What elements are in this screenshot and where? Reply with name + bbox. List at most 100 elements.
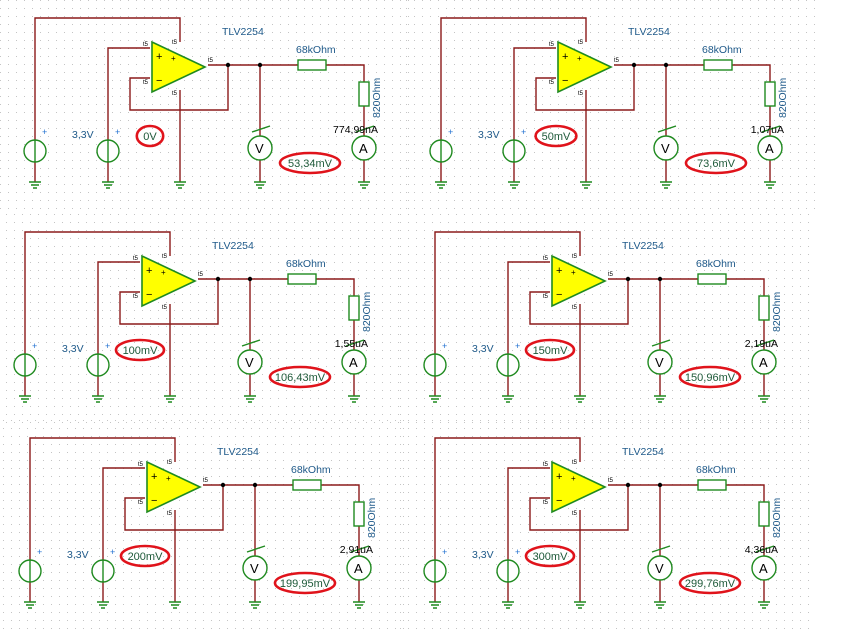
load-wire-top <box>321 484 360 502</box>
ground-symbol <box>102 181 114 189</box>
svg-text:+: + <box>442 341 447 351</box>
grid-background <box>0 214 400 424</box>
ammeter: A <box>751 339 777 375</box>
voltage-highlight-ring <box>273 571 337 595</box>
ammeter: A <box>351 125 377 161</box>
series-resistor-label: 68kOhm <box>702 44 742 56</box>
pin-label: t5 <box>133 294 139 300</box>
pin-sign: + <box>571 474 576 483</box>
supply-label: 3,3V <box>472 549 494 561</box>
pin-label: t5 <box>549 80 555 86</box>
pin-label: t5 <box>162 254 168 260</box>
chip-label: TLV2254 <box>222 26 264 38</box>
junction-dot <box>631 62 637 68</box>
supply-wire <box>434 437 581 560</box>
load-resistor <box>348 295 360 321</box>
opamp-symbol <box>151 40 207 94</box>
input-value: 150mV <box>533 345 569 357</box>
voltage-highlight-ring <box>684 151 748 175</box>
input-wire <box>102 467 145 560</box>
pin-label: t5 <box>543 294 549 300</box>
pin-label: t5 <box>203 478 209 484</box>
input-highlight-ring <box>534 124 578 148</box>
ground-symbol <box>24 601 36 609</box>
pin-label: t5 <box>133 256 139 262</box>
svg-text:A: A <box>759 561 768 576</box>
inverting-input-sign: − <box>562 75 568 87</box>
pin-label: t5 <box>172 40 178 46</box>
voltage-source: + <box>496 547 520 583</box>
feedback-wire <box>119 279 219 325</box>
load-resistor-label: 820Ohm <box>771 497 783 538</box>
inverting-input-sign: − <box>156 75 162 87</box>
circuit-schematic: + − t5 t5 t5 t5 t5 + TLV2254 68kOhm 820O… <box>400 214 810 424</box>
load-resistor-label: 820Ohm <box>366 497 378 538</box>
junction-dot <box>625 482 631 488</box>
ammeter: A <box>751 545 777 581</box>
grid-background <box>406 0 816 210</box>
opamp-symbol <box>557 40 613 94</box>
voltage-source: + <box>502 127 526 163</box>
supply-wire <box>29 437 176 560</box>
svg-text:+: + <box>115 127 120 137</box>
pin-label: t5 <box>572 305 578 311</box>
ground-symbol <box>19 395 31 403</box>
input-wire <box>513 47 556 140</box>
ammeter: A <box>341 339 367 375</box>
opamp-symbol <box>141 254 197 308</box>
svg-text:V: V <box>255 141 264 156</box>
ground-symbol <box>348 395 360 403</box>
svg-text:A: A <box>354 561 363 576</box>
load-resistor <box>764 81 776 107</box>
voltage-reading: 73,6mV <box>697 158 736 170</box>
grid-background <box>400 420 810 630</box>
ammeter: A <box>757 125 783 161</box>
svg-text:A: A <box>765 141 774 156</box>
circuit-panel: + − t5 t5 t5 t5 t5 + TLV2254 68kOhm 820O… <box>400 214 820 424</box>
input-highlight-ring <box>114 338 166 362</box>
input-wire <box>107 47 150 140</box>
input-wire <box>507 467 550 560</box>
feedback-wire <box>535 65 635 111</box>
svg-text:V: V <box>661 141 670 156</box>
ground-symbol <box>502 395 514 403</box>
voltmeter: V <box>647 545 673 581</box>
ground-symbol <box>435 181 447 189</box>
pin-label: t5 <box>208 58 214 64</box>
svg-text:V: V <box>655 355 664 370</box>
circuit-schematic: + − t5 t5 t5 t5 t5 + TLV2254 68kOhm 820O… <box>406 0 816 210</box>
input-value: 0V <box>143 131 157 143</box>
inverting-input-sign: − <box>146 289 152 301</box>
circuit-panel: + − t5 t5 t5 t5 t5 + TLV2254 68kOhm 820O… <box>406 0 826 210</box>
svg-text:+: + <box>105 341 110 351</box>
ground-symbol <box>174 181 186 189</box>
ground-symbol <box>429 601 441 609</box>
svg-text:+: + <box>515 547 520 557</box>
load-resistor <box>758 295 770 321</box>
supply-wire <box>440 17 587 140</box>
pin-label: t5 <box>614 58 620 64</box>
ground-symbol <box>249 601 261 609</box>
ground-symbol <box>244 395 256 403</box>
junction-dot <box>225 62 231 68</box>
ground-symbol <box>429 395 441 403</box>
voltage-source: + <box>423 547 447 583</box>
svg-text:+: + <box>521 127 526 137</box>
series-resistor <box>703 59 733 71</box>
inverting-input-sign: − <box>556 289 562 301</box>
ground-symbol <box>353 601 365 609</box>
feedback-wire <box>529 485 629 531</box>
opamp-symbol <box>551 254 607 308</box>
voltage-source: + <box>23 127 47 163</box>
noninverting-input-sign: + <box>151 471 157 483</box>
pin-sign: + <box>171 54 176 63</box>
pin-label: t5 <box>167 511 173 517</box>
pin-sign: + <box>571 268 576 277</box>
pin-label: t5 <box>543 462 549 468</box>
svg-text:+: + <box>42 127 47 137</box>
load-resistor-label: 820Ohm <box>371 77 383 118</box>
circuit-panel: + − t5 t5 t5 t5 t5 + TLV2254 68kOhm 820O… <box>400 420 820 630</box>
pin-label: t5 <box>138 500 144 506</box>
load-wire-top <box>732 64 771 82</box>
load-wire-top <box>726 484 765 502</box>
